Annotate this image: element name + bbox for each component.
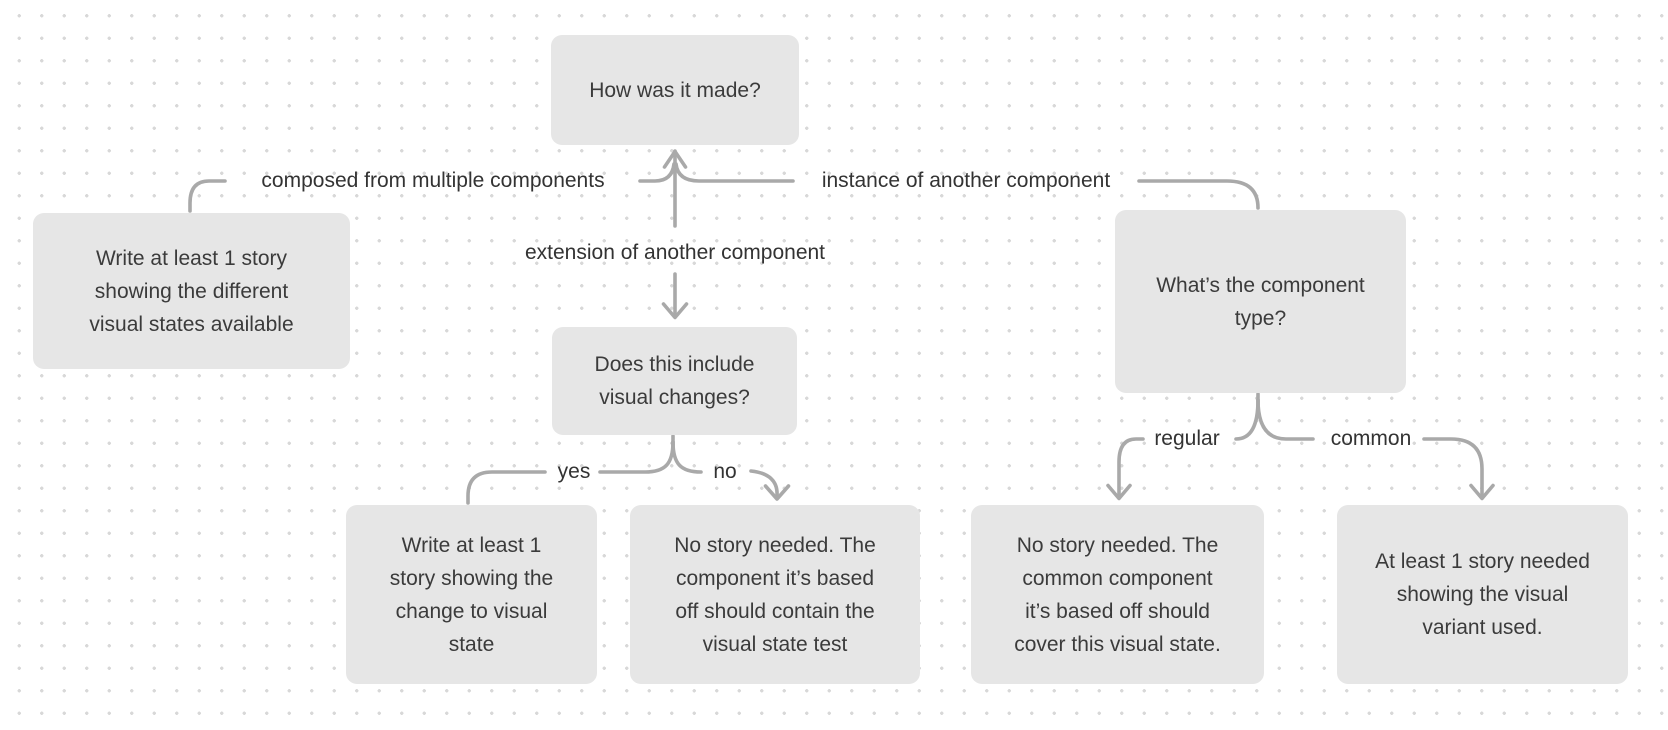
edge-label-instance[interactable]: instance of another component bbox=[821, 169, 1111, 192]
arrowhead-regular-icon bbox=[1106, 483, 1132, 501]
arrowhead-no-icon bbox=[763, 484, 791, 501]
connector-common-arrow bbox=[1422, 437, 1484, 498]
node-story-visual-variant[interactable]: At least 1 story needed showing the visu… bbox=[1337, 505, 1628, 684]
edge-label-extension[interactable]: extension of another component bbox=[524, 241, 826, 264]
connector-composed-horizontal bbox=[638, 162, 676, 183]
edge-label-common[interactable]: common bbox=[1330, 427, 1412, 450]
node-does-this-include-visual-changes[interactable]: Does this include visual changes? bbox=[552, 327, 797, 435]
node-no-story-base-component[interactable]: No story needed. The component it’s base… bbox=[630, 505, 920, 684]
connector-yes-to-node bbox=[466, 470, 547, 505]
arrowhead-down-icon bbox=[661, 302, 689, 320]
connector-mid-fork-left bbox=[598, 440, 675, 474]
edge-label-regular[interactable]: regular bbox=[1154, 427, 1220, 450]
node-write-change-to-visual-state[interactable]: Write at least 1 story showing the chang… bbox=[346, 505, 597, 684]
node-no-story-common-component[interactable]: No story needed. The common component it… bbox=[971, 505, 1264, 684]
arrowhead-up-icon bbox=[662, 149, 688, 169]
edge-label-no[interactable]: no bbox=[713, 460, 737, 483]
connector-right-fork-right bbox=[1256, 398, 1315, 441]
connector-right-fork-left bbox=[1234, 398, 1260, 441]
connector-instance-to-node bbox=[1137, 179, 1260, 210]
connector-no-arrow bbox=[749, 469, 779, 498]
arrowhead-common-icon bbox=[1469, 483, 1495, 501]
connector-instance-horizontal bbox=[674, 162, 795, 183]
connector-mid-fork-right bbox=[671, 440, 703, 474]
edge-label-composed[interactable]: composed from multiple components bbox=[261, 169, 605, 192]
node-whats-the-component-type[interactable]: What’s the component type? bbox=[1115, 210, 1406, 393]
connector-composed-to-node bbox=[188, 179, 227, 213]
connector-regular-arrow bbox=[1117, 437, 1145, 498]
node-write-visual-states[interactable]: Write at least 1 story showing the diffe… bbox=[33, 213, 350, 369]
node-how-was-it-made[interactable]: How was it made? bbox=[551, 35, 799, 145]
edge-label-yes[interactable]: yes bbox=[557, 460, 591, 483]
